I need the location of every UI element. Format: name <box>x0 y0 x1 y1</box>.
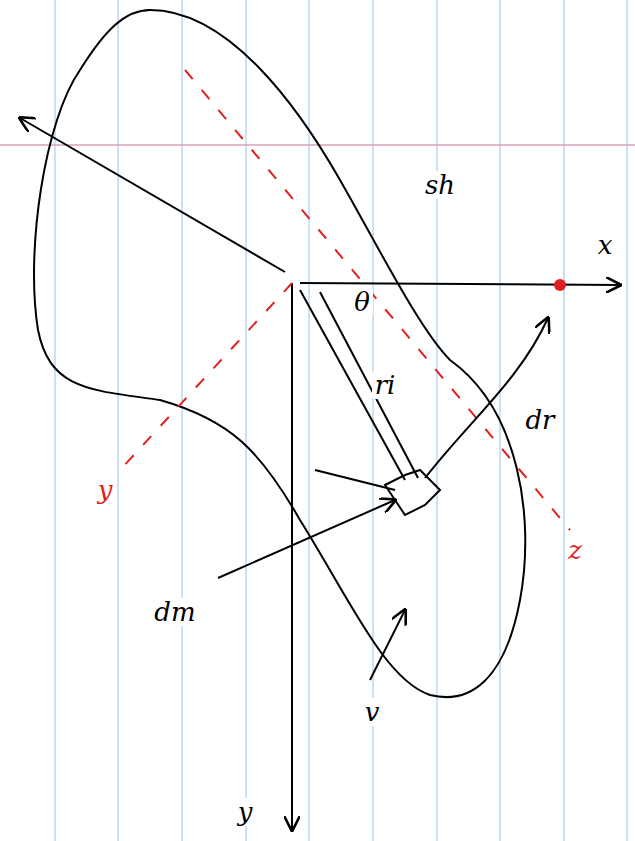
region-label: sh <box>422 171 458 199</box>
x-axis <box>300 283 620 285</box>
leader-arrow <box>315 470 395 490</box>
y-axis <box>291 283 293 830</box>
volume-label: v <box>362 698 383 726</box>
radius-label: ri <box>372 371 399 399</box>
leader-arrow <box>218 500 395 578</box>
radius-line <box>320 292 418 478</box>
body-outline <box>34 10 525 697</box>
ruled-lines <box>55 0 627 841</box>
leader-arrow <box>20 118 285 272</box>
point-marker <box>554 279 566 291</box>
angle-label: θ <box>351 288 373 316</box>
axis-label: y <box>235 798 256 826</box>
axis-label: x <box>595 231 616 259</box>
z-axis-dashed <box>185 70 570 530</box>
displacement-label: dr <box>522 406 557 434</box>
y-axis-dashed <box>120 283 292 470</box>
axis-label: z <box>565 536 585 564</box>
leader-arrow <box>370 610 405 680</box>
radius-line <box>300 290 405 480</box>
dr-arrow <box>425 318 548 478</box>
axis-label: y <box>95 476 116 504</box>
mass-label: dm <box>151 598 198 626</box>
mass-element <box>385 470 440 515</box>
